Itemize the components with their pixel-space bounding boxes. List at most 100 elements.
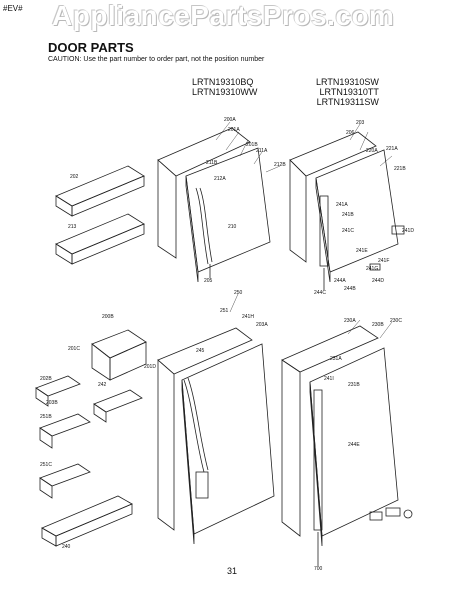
callout-250: 250 xyxy=(234,290,243,296)
callout-242: 242 xyxy=(98,382,107,388)
callout-244B: 244B xyxy=(344,286,356,292)
fresh-door-edge-left xyxy=(181,379,195,545)
callout-213: 213 xyxy=(68,224,77,230)
gasket-side-left xyxy=(157,159,177,259)
callout-201C: 201C xyxy=(68,346,80,352)
door-edge-left xyxy=(185,175,199,283)
gasket-side-right xyxy=(289,159,307,263)
callout-230A: 230A xyxy=(344,318,356,324)
door-bin-1 xyxy=(55,165,145,207)
fresh-food-door-left xyxy=(181,343,275,535)
lower-left-door xyxy=(157,327,275,545)
lower-hinge-bracket-a xyxy=(369,511,383,521)
leader-lines xyxy=(215,121,393,339)
long-bin xyxy=(41,495,133,537)
hinge-part-upper-right xyxy=(369,263,381,271)
callout-212B: 212B xyxy=(274,162,286,168)
door-trim-right xyxy=(319,195,329,267)
callout-211A: 211A xyxy=(256,148,268,154)
fresh-door-handle-left-inner xyxy=(183,379,205,473)
callout-241A: 241A xyxy=(336,202,348,208)
callout-251: 251 xyxy=(220,308,229,314)
door-handle-left-inner xyxy=(195,187,209,265)
callout-244A: 244A xyxy=(334,278,346,284)
door-stop-left xyxy=(195,471,209,499)
callout-231B: 231B xyxy=(348,382,360,388)
model-right-3: LRTN19311SW xyxy=(316,97,379,107)
upper-right-door xyxy=(289,131,405,290)
callout-203: 203 xyxy=(356,120,365,126)
callout-231A: 231A xyxy=(330,356,342,362)
callout-212A: 212A xyxy=(214,176,226,182)
model-list-right: LRTN19310SW LRTN19310TT LRTN19311SW xyxy=(316,77,379,107)
small-bin-1-side xyxy=(93,403,107,423)
callout-244E: 244E xyxy=(348,442,360,448)
upper-door-bins xyxy=(55,165,145,265)
freezer-door-left xyxy=(185,147,271,273)
model-list-left: LRTN19310BQ LRTN19310WW xyxy=(192,77,257,97)
lower-hinge-bolt xyxy=(403,509,413,519)
callout-230B: 230B xyxy=(372,322,384,328)
door-handle-left xyxy=(199,187,213,263)
callout-201D: 201D xyxy=(144,364,156,370)
callout-240: 240 xyxy=(62,544,71,550)
door-bin-2 xyxy=(55,213,145,255)
callout-251C: 251C xyxy=(40,462,52,468)
callout-241D: 241D xyxy=(402,228,414,234)
lower-right-door xyxy=(281,325,413,566)
callout-244D: 244D xyxy=(372,278,384,284)
small-bin-2-side xyxy=(39,427,53,449)
callout-202: 202 xyxy=(70,174,79,180)
model-left-1: LRTN19310BQ xyxy=(192,77,254,87)
page-number: 31 xyxy=(227,566,238,576)
callout-245: 245 xyxy=(196,348,205,354)
small-bin-3-side xyxy=(39,477,53,499)
callout-251B: 251B xyxy=(40,414,52,420)
hinge-bracket-upper-right xyxy=(391,225,405,235)
callout-210: 210 xyxy=(228,224,237,230)
callout-205: 205 xyxy=(204,278,213,284)
dairy-bin-front xyxy=(109,341,147,381)
callout-700: 700 xyxy=(314,566,323,572)
callout-241I: 241I xyxy=(324,376,334,382)
callout-241H: 241H xyxy=(242,314,254,320)
callout-230C: 230C xyxy=(390,318,402,324)
ev-tag: #EV# xyxy=(3,4,23,13)
egg-tray-side xyxy=(35,387,49,407)
callout-201A: 201A xyxy=(228,127,240,133)
long-bin-front xyxy=(55,503,133,547)
fresh-door-trim-right xyxy=(313,389,323,531)
callout-200A: 200A xyxy=(224,117,236,123)
model-right-1: LRTN19310SW xyxy=(316,77,379,87)
callout-206: 206 xyxy=(346,130,355,136)
callout-241C: 241C xyxy=(342,228,354,234)
door-bin-1-front xyxy=(71,175,145,217)
callout-202B: 202B xyxy=(40,376,52,382)
gasket-lower-side-right xyxy=(281,359,301,537)
callout-241B: 241B xyxy=(342,212,354,218)
callout-244C: 244C xyxy=(314,290,326,296)
callout-241E: 241E xyxy=(356,248,368,254)
fresh-door-edge-right xyxy=(309,381,323,547)
gasket-lower-side-left xyxy=(157,359,175,531)
lower-hinge-bracket-b xyxy=(385,507,401,517)
callout-203B: 203B xyxy=(46,400,58,406)
callout-241F: 241F xyxy=(378,258,389,264)
callout-220A: 220A xyxy=(366,148,378,154)
door-edge-right xyxy=(315,177,331,283)
door-bin-2-front xyxy=(71,223,145,265)
watermark: AppliancePartsPros.com xyxy=(52,0,395,31)
callout-203A: 203A xyxy=(256,322,268,328)
upper-left-door xyxy=(157,127,271,283)
callout-221B: 221B xyxy=(394,166,406,172)
model-right-2: LRTN19310TT xyxy=(319,87,379,97)
caution-note: CAUTION: Use the part number to order pa… xyxy=(48,56,265,63)
callout-201B: 201B xyxy=(246,142,258,148)
fresh-door-handle-left xyxy=(187,377,209,471)
callout-241G: 241G xyxy=(366,266,378,272)
model-left-2: LRTN19310WW xyxy=(192,87,258,97)
lower-door-bins xyxy=(35,329,147,547)
callout-211B: 211B xyxy=(206,160,218,166)
callout-221A: 221A xyxy=(386,146,398,152)
